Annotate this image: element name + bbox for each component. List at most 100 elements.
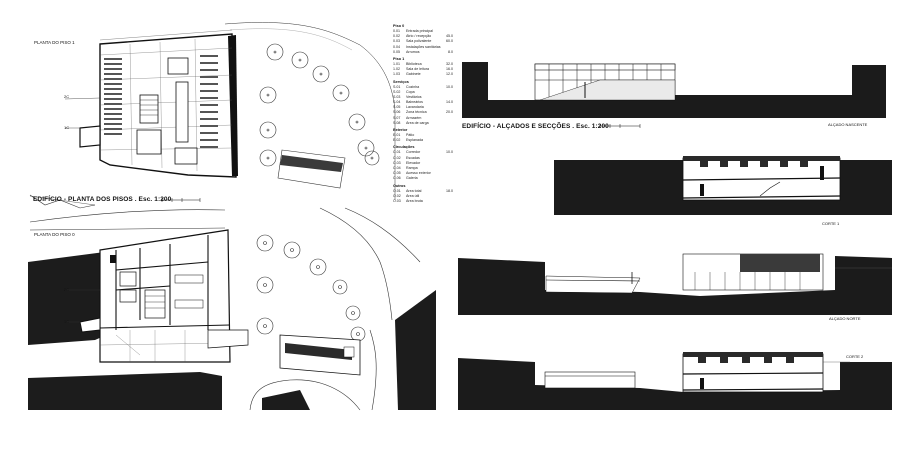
legend-row: S.07 Armazém (393, 116, 453, 121)
floor-plan-level-1 (64, 29, 238, 178)
legend-group-head: Piso 1 (393, 56, 405, 61)
elevation-north (458, 253, 892, 315)
legend-num: 0.05 (393, 49, 400, 54)
legend-area: 8.0 (448, 49, 453, 54)
legend-txt: Gabinete (406, 72, 421, 77)
tree-row-lower (256, 234, 366, 342)
section-1 (554, 156, 892, 215)
legend-area (445, 121, 453, 126)
legend-num: 1.02 (393, 67, 400, 72)
legend-num: S.04 (393, 100, 401, 105)
legend-txt: Escadas (406, 155, 420, 160)
legend-row: S.05 Lavandaria (393, 105, 453, 110)
legend-row: S.06 Zona técnica 20.0 (393, 110, 453, 115)
legend-txt: Elevador (406, 160, 421, 165)
terrain-mass-right (395, 290, 436, 410)
section-2 (458, 352, 892, 410)
legend-txt: Galeria (406, 176, 418, 181)
legend-num: C.02 (393, 155, 401, 160)
floor0-label: PLANTA DO PISO 0 (34, 232, 75, 237)
legend-area: 14.0 (446, 100, 453, 105)
legend-row: S.04 Balneários 14.0 (393, 100, 453, 105)
floor-plan-level-0 (65, 229, 249, 363)
legend-txt: Rampa (406, 165, 418, 170)
legend-txt: Cozinha (406, 84, 420, 89)
legend-num: 0.03 (393, 39, 400, 44)
label-section-2: CORTE 2 (846, 354, 864, 359)
legend-num: S.01 (393, 84, 401, 89)
legend-num: S.05 (393, 105, 401, 110)
legend-txt: Acesso exterior (406, 171, 431, 176)
label-elevation-east: ALÇADO NASCENTE (828, 122, 868, 127)
legend-area (445, 138, 453, 143)
legend-area: 20.0 (446, 110, 453, 115)
legend-row: C.05 Acesso exterior (393, 171, 453, 176)
legend-num: C.04 (393, 165, 401, 170)
legend-row: C.03 Elevador (393, 161, 453, 166)
legend-num: 0.04 (393, 44, 400, 49)
axis-mark: 1C (64, 125, 70, 130)
legend-num: S.08 (393, 120, 401, 125)
legend-area (445, 176, 453, 181)
legend-txt: Copa (406, 89, 415, 94)
legend-txt: Vestiários (406, 94, 422, 99)
legend-row: O.02 Área útil (393, 194, 453, 199)
legend-row: E.02 Esplanada (393, 138, 453, 143)
legend-num: S.07 (393, 115, 401, 120)
label-elevation-north: ALÇADO NORTE (829, 316, 861, 321)
legend-txt: Sala polivalente (406, 39, 432, 44)
legend-num: C.05 (393, 171, 401, 176)
legend-row: 0.05 Arrumos 8.0 (393, 50, 453, 55)
legend-num: 1.01 (393, 61, 400, 66)
legend-num: E.02 (393, 138, 401, 143)
legend-txt: Zona técnica (406, 110, 427, 115)
legend-txt: Balneários (406, 100, 423, 105)
legend-txt: Entrada principal (406, 29, 433, 33)
legend-num: O.02 (393, 193, 401, 198)
tree-row-upper (259, 43, 380, 167)
legend-num: S.06 (393, 110, 401, 115)
legend-area: 32.0 (446, 61, 453, 66)
legend-num: O.01 (393, 188, 401, 193)
legend-txt: Biblioteca (406, 61, 422, 66)
legend-area: 45.0 (446, 34, 453, 39)
legend-num: S.03 (393, 94, 401, 99)
legend-area: 16.0 (446, 67, 453, 72)
legend-num: O.03 (393, 198, 401, 203)
legend-txt: Área útil (406, 193, 420, 198)
legend-txt: Instalações sanitárias (406, 44, 441, 49)
legend-area (445, 199, 453, 204)
legend-row: 1.03 Gabinete 12.0 (393, 72, 453, 77)
terrain-mass-bottom (28, 372, 222, 410)
legend-area: 12.0 (446, 72, 453, 77)
legend-num: C.03 (393, 160, 401, 165)
legend-num: 0.01 (393, 29, 400, 33)
scale-bar-plans (161, 198, 201, 202)
legend-num: 1.03 (393, 72, 400, 77)
legend-group-head: Exterior (393, 128, 408, 132)
legend-txt: Sala de leitura (406, 67, 429, 72)
legend-txt: Arrumos (406, 49, 420, 54)
legend-txt: Área total (406, 188, 422, 193)
legend-txt: Lavandaria (406, 105, 424, 110)
legend-txt: Esplanada (406, 138, 423, 143)
floor-plans-panel (28, 22, 436, 411)
axis-mark: 2C (64, 287, 70, 292)
legend-row: 1.02 Sala de leitura 16.0 (393, 67, 453, 72)
legend-num: C.06 (393, 176, 401, 181)
legend-row: S.03 Vestiários (393, 95, 453, 100)
legend-row: C.06 Galeria (393, 176, 453, 181)
legend-txt: Armazém (406, 115, 422, 120)
legend-row: 1.01 Biblioteca 32.0 (393, 62, 453, 67)
legend-group-head: Serviços (393, 79, 409, 84)
legend-txt: Corredor (406, 150, 421, 155)
legend-area: 10.0 (446, 150, 453, 155)
legend-group-head: Piso 0 (393, 24, 405, 28)
